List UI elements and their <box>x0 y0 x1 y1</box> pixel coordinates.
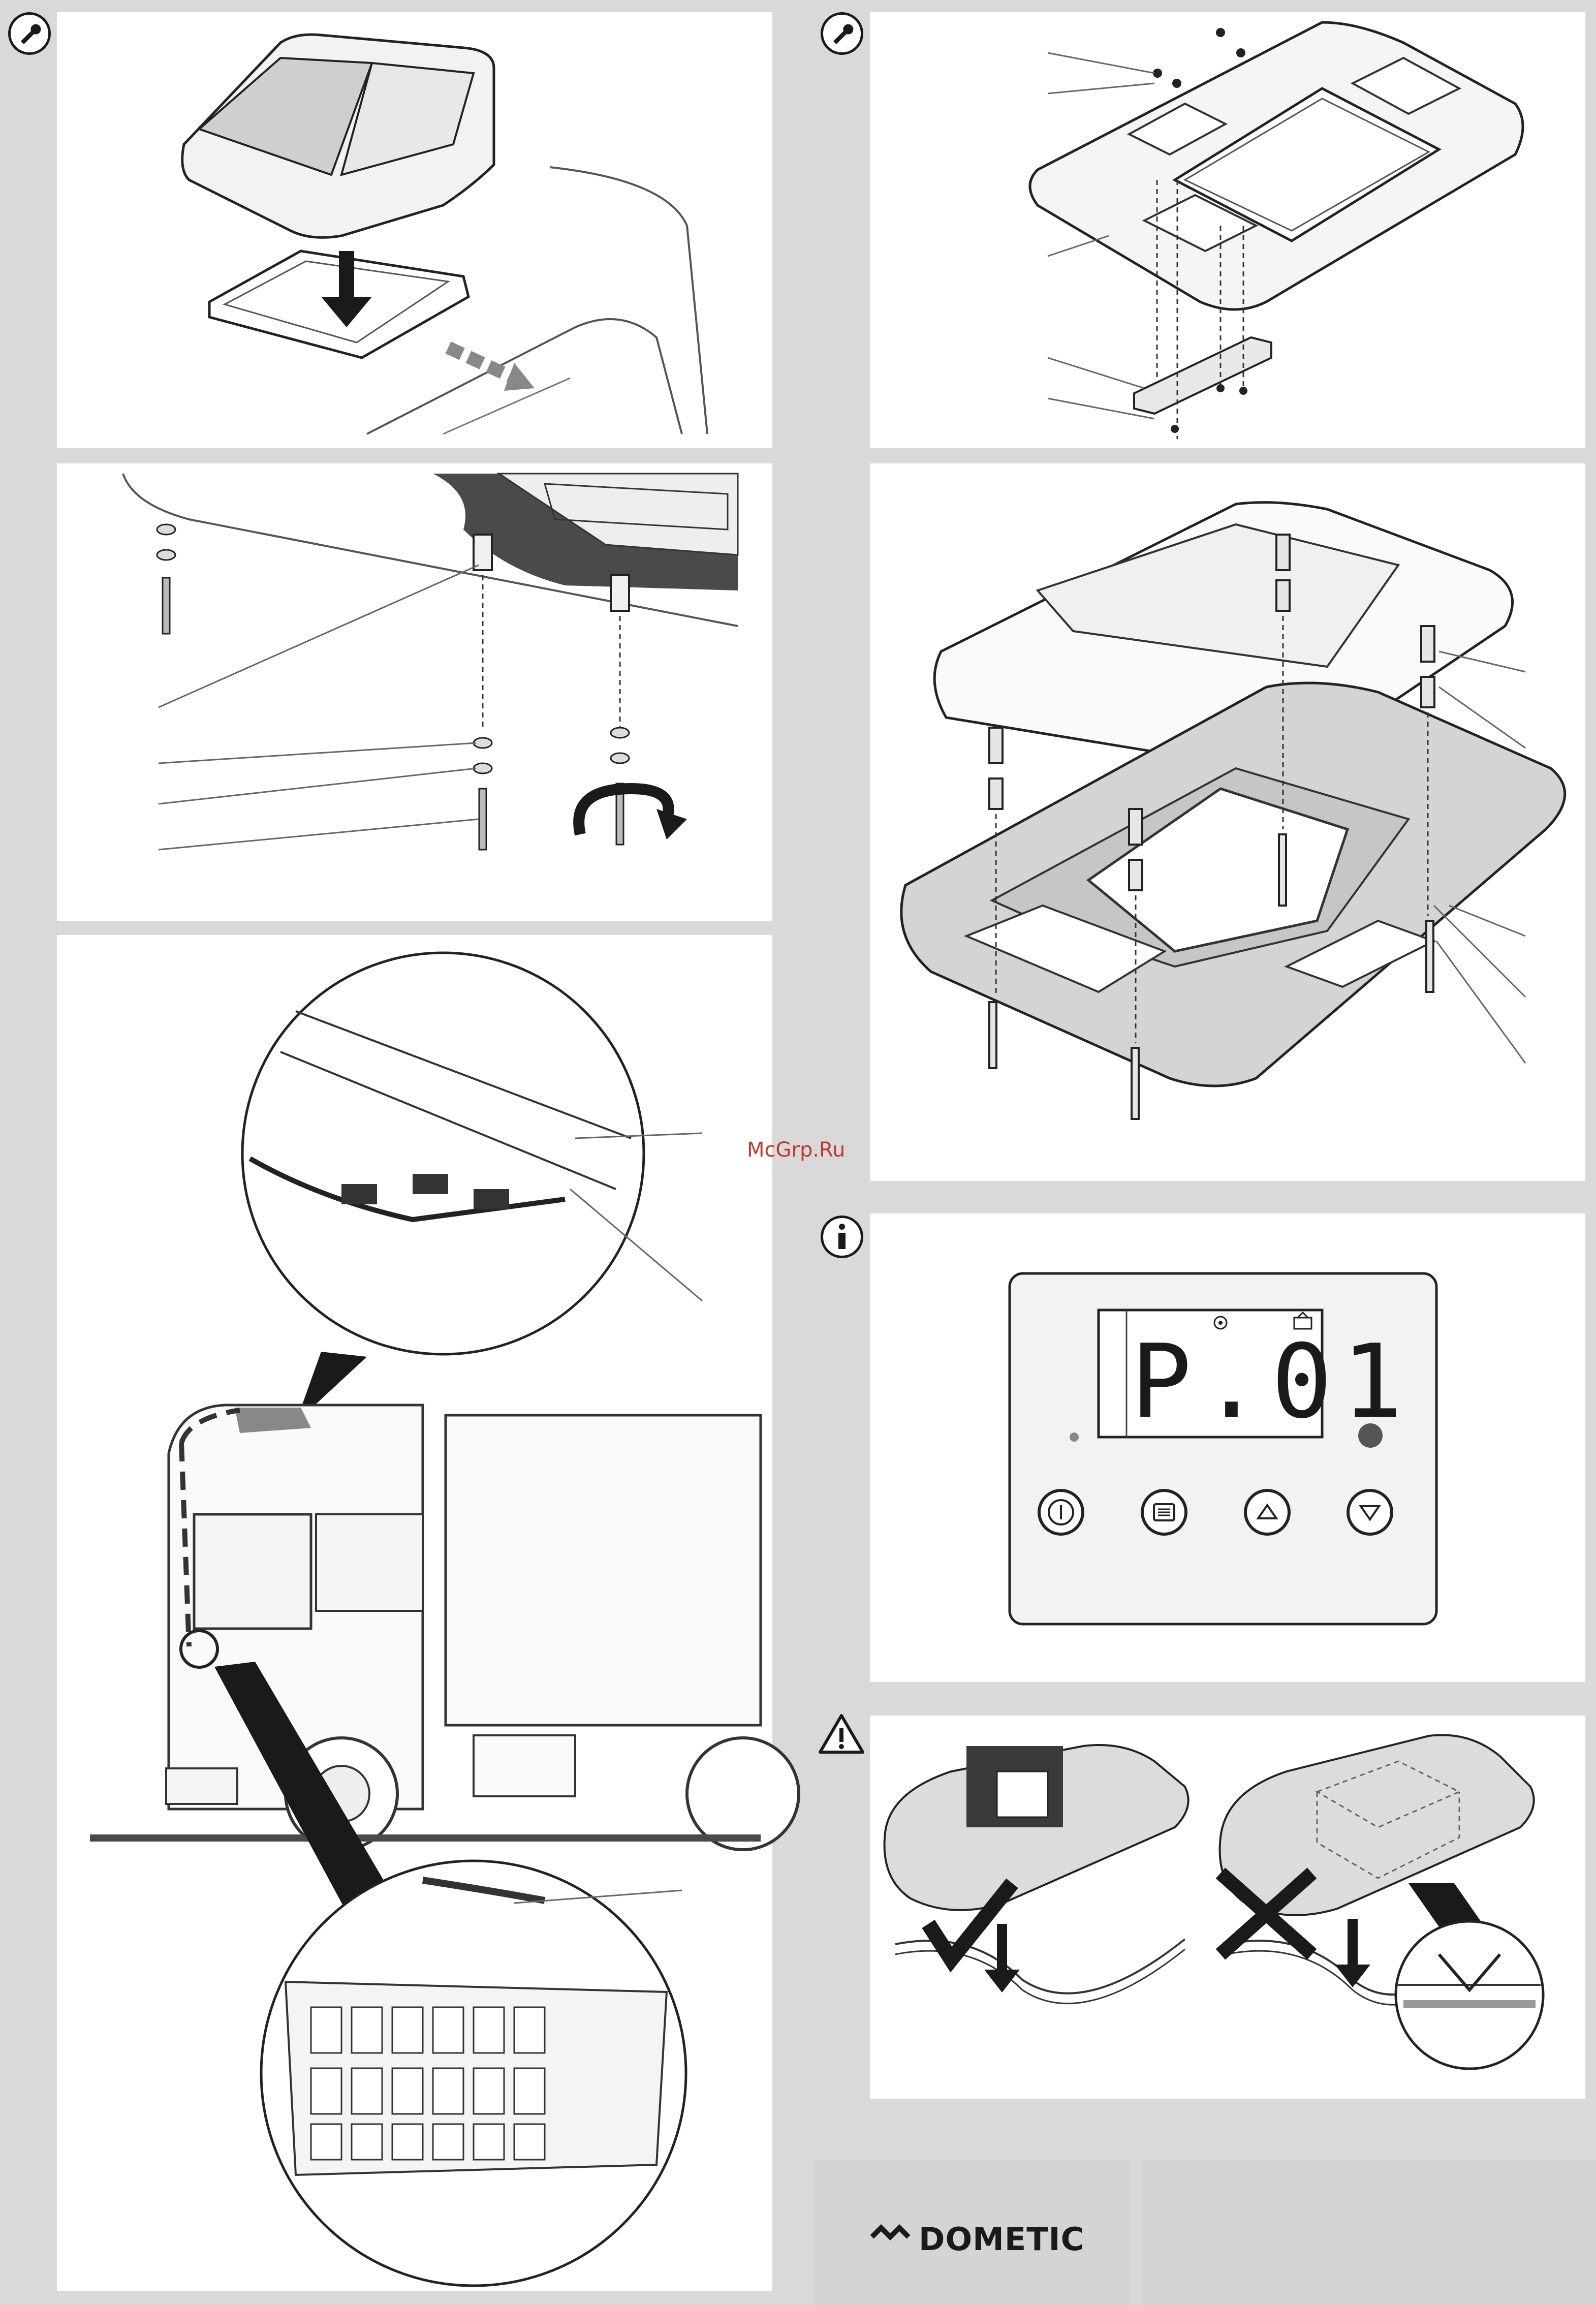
panel-mounting-unit <box>57 12 772 448</box>
wrench-badge-2 <box>821 12 863 55</box>
dometic-logo-icon <box>870 2222 916 2252</box>
panel-control-display <box>870 1213 1585 1682</box>
info-icon <box>832 1223 852 1251</box>
warning-badge <box>818 1712 865 1758</box>
info-badge <box>821 1216 863 1258</box>
wrench-badge-1 <box>8 12 51 55</box>
panel-vehicle-wiring <box>57 935 772 2291</box>
menu-icon <box>1144 1492 1184 1533</box>
brand-name: DOMETIC <box>919 2221 1084 2258</box>
down-button[interactable] <box>1347 1489 1393 1536</box>
arrow-down-icon <box>1350 1492 1390 1533</box>
wrench-icon <box>17 21 42 46</box>
panel-interior-frame <box>870 12 1585 448</box>
panel-frame-assembly <box>870 463 1585 1181</box>
arrow-up-icon <box>1247 1492 1288 1533</box>
illustration-interior-frame <box>870 12 1585 448</box>
wrench-icon <box>829 21 855 46</box>
display-code: P.01 <box>1131 1331 1412 1433</box>
control-panel <box>870 1213 1585 1682</box>
status-led <box>1070 1432 1079 1442</box>
panel-screw-fastening <box>57 463 772 921</box>
footer-blank-block <box>1142 2160 1596 2305</box>
illustration-unit-on-roof <box>57 12 772 448</box>
illustration-frame-assembly <box>870 463 1585 1181</box>
illustration-vehicle-wiring <box>57 935 772 2291</box>
watermark: McGrp.Ru <box>747 1138 845 1162</box>
power-button[interactable] <box>1038 1489 1084 1536</box>
menu-button[interactable] <box>1141 1489 1187 1536</box>
power-icon <box>1041 1492 1081 1533</box>
warning-icon <box>818 1712 865 1755</box>
illustration-placement <box>870 1716 1585 2099</box>
illustration-screws <box>57 463 772 921</box>
up-button[interactable] <box>1244 1489 1291 1536</box>
panel-warning-placement <box>870 1716 1585 2099</box>
